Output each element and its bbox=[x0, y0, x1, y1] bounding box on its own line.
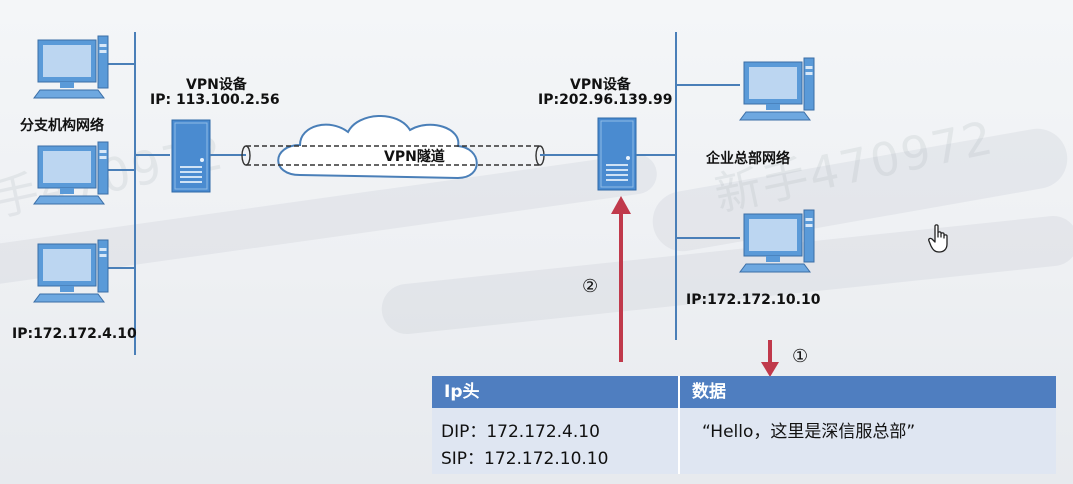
column-divider bbox=[678, 376, 680, 474]
server-icon bbox=[171, 119, 211, 193]
step1-number: ① bbox=[792, 346, 809, 367]
server-icon bbox=[597, 117, 637, 191]
ip-header-title: Ip头 bbox=[432, 376, 678, 408]
hand-cursor-icon bbox=[928, 224, 948, 253]
branch-host-ip: IP:172.172.4.10 bbox=[12, 326, 137, 342]
branch-vpn-title: VPN设备 bbox=[186, 77, 247, 93]
hq-vpn-ip: IP:202.96.139.99 bbox=[538, 92, 673, 108]
branch-vpn-ip: IP: 113.100.2.56 bbox=[150, 92, 280, 108]
sip-value: SIP：172.172.10.10 bbox=[441, 449, 609, 469]
dip-value: DIP：172.172.4.10 bbox=[441, 422, 600, 442]
computer-icon bbox=[33, 35, 109, 99]
tunnel-label: VPN隧道 bbox=[384, 149, 445, 165]
packet-table: Ip头 数据 DIP：172.172.4.10 SIP：172.172.10.1… bbox=[432, 376, 1056, 474]
hq-vpn-title: VPN设备 bbox=[570, 77, 631, 93]
ip-header-cell: DIP：172.172.4.10 SIP：172.172.10.10 bbox=[432, 408, 678, 474]
hq-host-ip: IP:172.172.10.10 bbox=[686, 292, 821, 308]
data-header-title: 数据 bbox=[680, 376, 1056, 408]
computer-icon bbox=[33, 239, 109, 303]
hq-network-label: 企业总部网络 bbox=[706, 151, 790, 167]
computer-icon bbox=[739, 57, 815, 121]
computer-icon bbox=[739, 209, 815, 273]
payload-value: “Hello，这里是深信服总部” bbox=[702, 422, 916, 442]
branch-network-label: 分支机构网络 bbox=[20, 118, 104, 134]
cloud-icon bbox=[277, 115, 478, 180]
step2-arrow bbox=[611, 196, 631, 362]
computer-icon bbox=[33, 141, 109, 205]
data-cell: “Hello，这里是深信服总部” bbox=[680, 408, 1056, 474]
step2-number: ② bbox=[582, 276, 599, 297]
step1-arrow bbox=[761, 340, 779, 377]
